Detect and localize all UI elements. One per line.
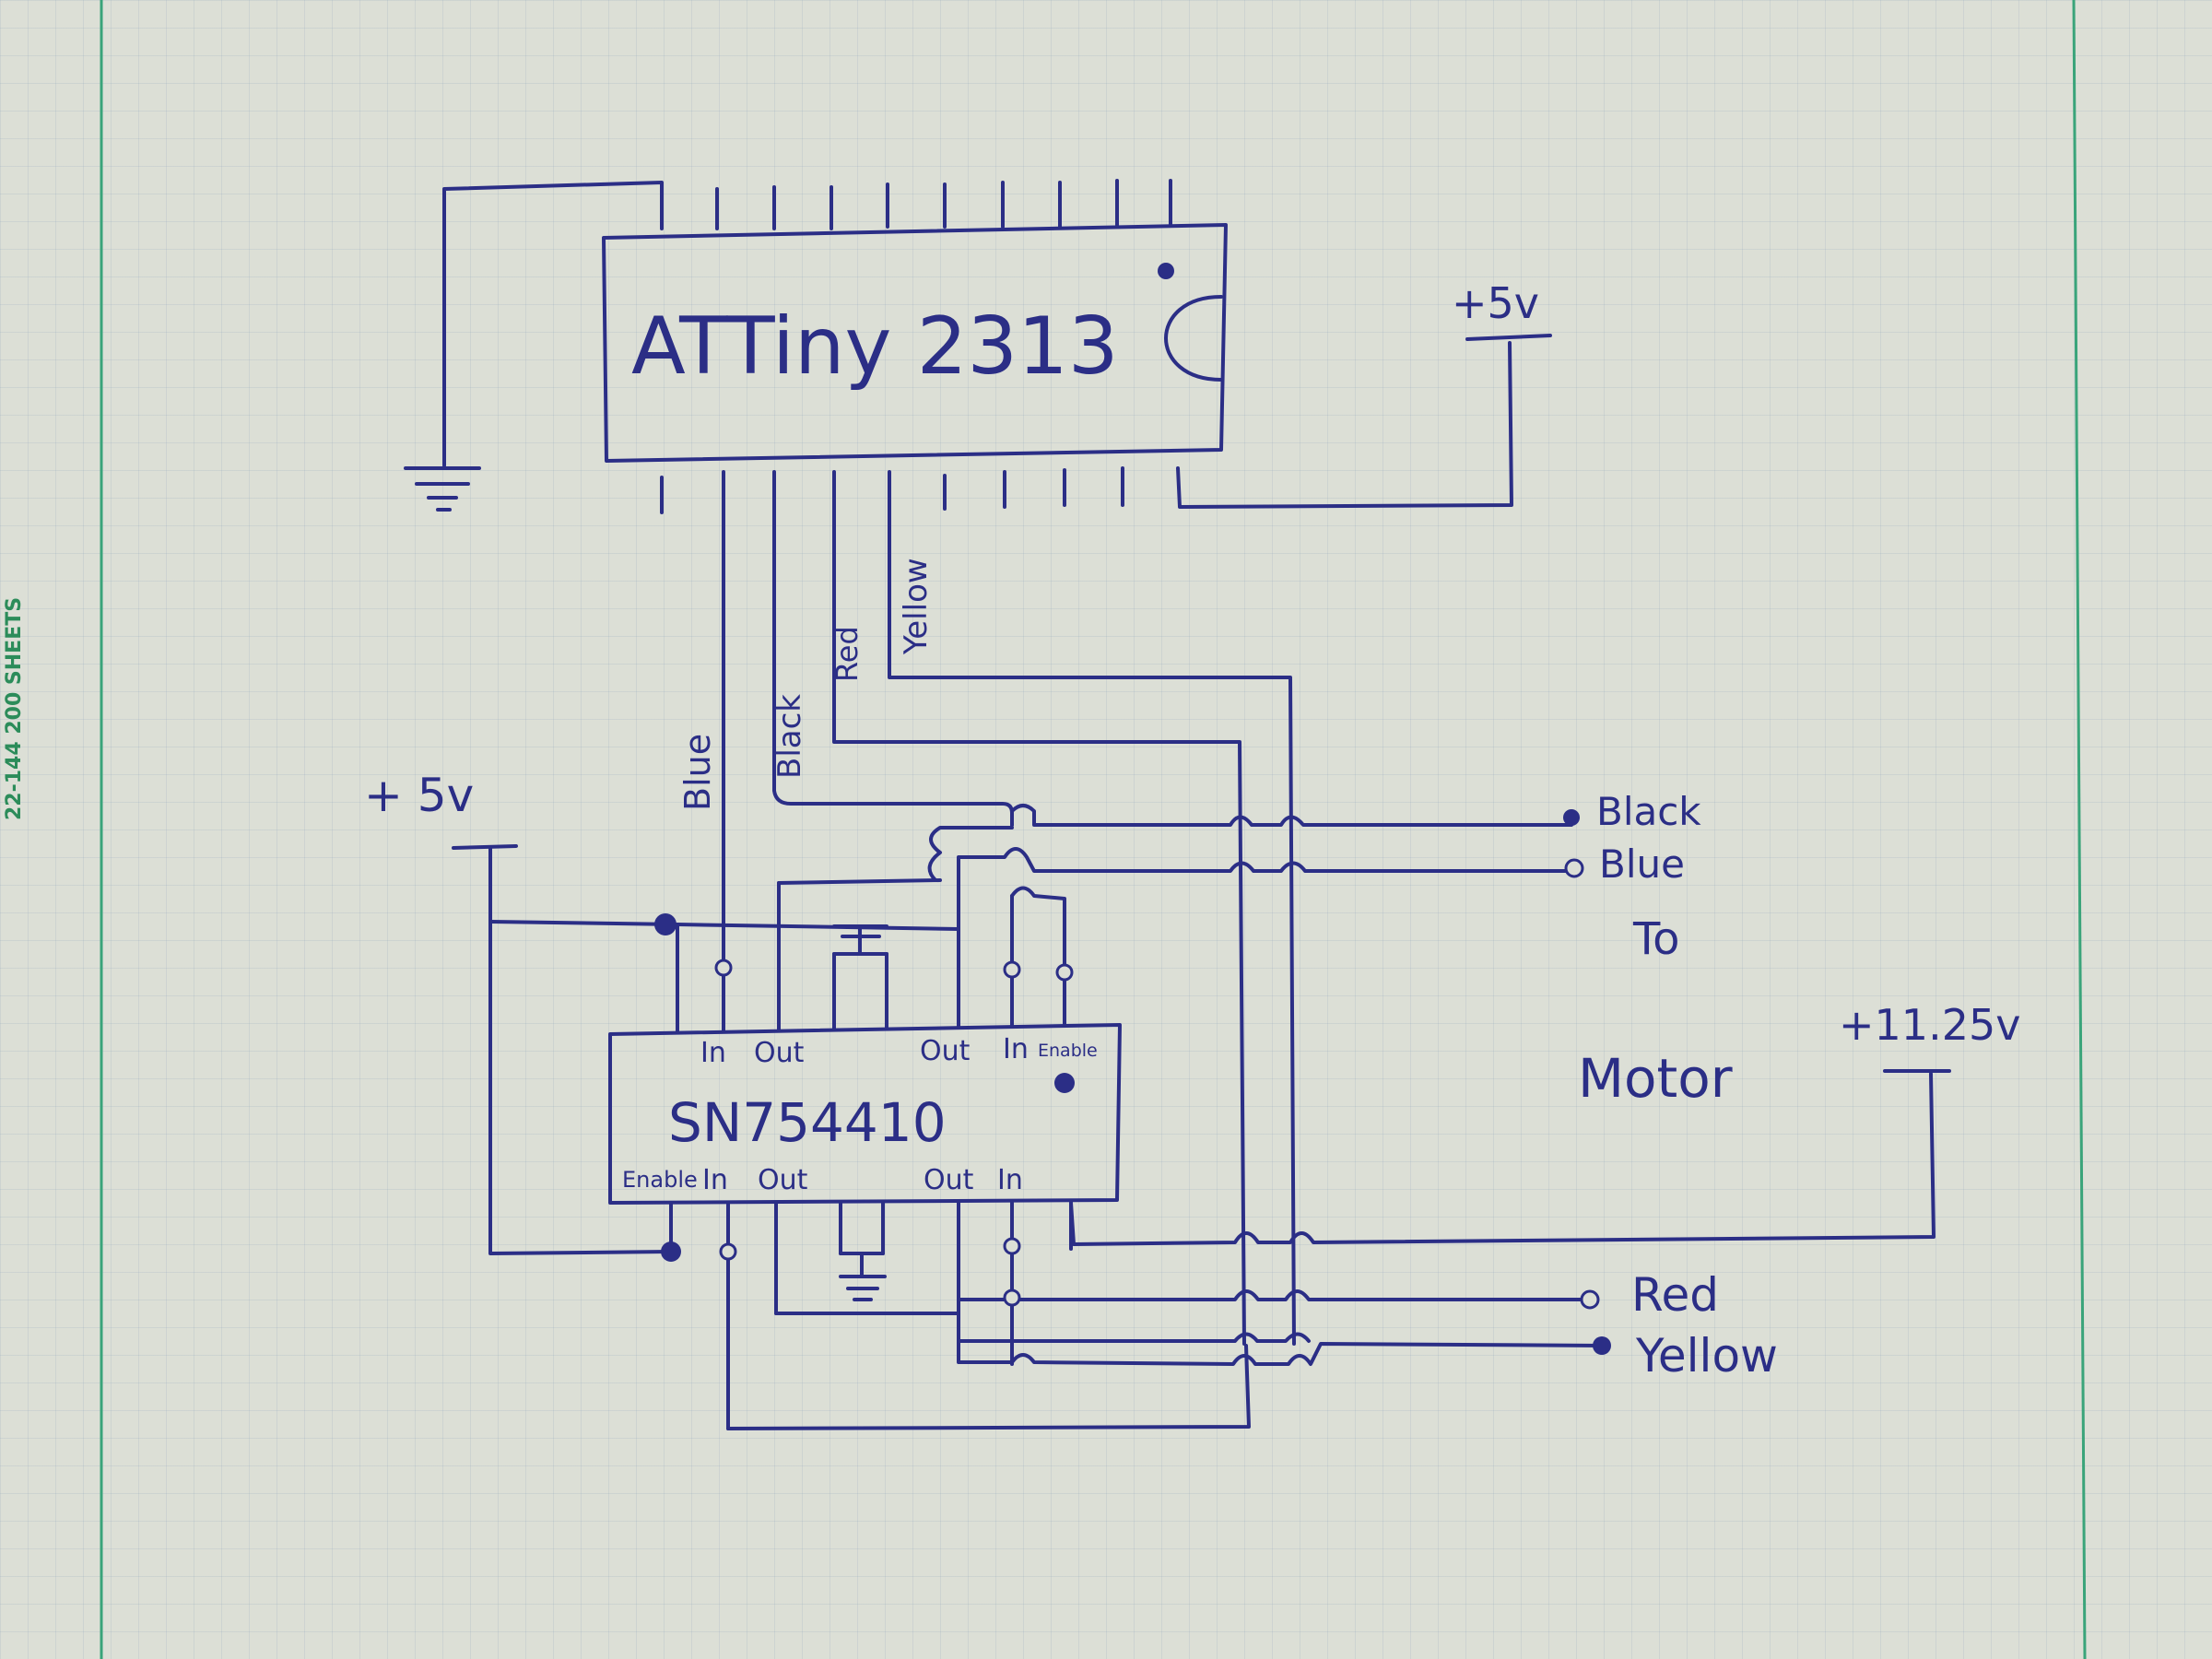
motor-supply-label: +11.25v	[1839, 1000, 2020, 1050]
attiny-bottom-pins	[660, 466, 1124, 514]
wire-return-loop	[726, 1344, 1251, 1430]
wire-black-out	[1010, 804, 1573, 827]
motor-supply-wire	[1069, 1072, 1936, 1246]
vcc-left-label: + 5v	[364, 769, 474, 822]
driver-top-out-right: Out	[920, 1035, 971, 1067]
wire-yellow	[888, 470, 1296, 1346]
driver-bottom-in-left: In	[702, 1164, 728, 1196]
attiny-top-pins	[660, 179, 1172, 230]
terminal-yellow-label: Yellow	[1635, 1329, 1778, 1382]
vcc-left-rail	[488, 846, 673, 1255]
to-label: To	[1632, 913, 1680, 965]
junction-vcc-top	[654, 913, 677, 935]
junction-bottom-in-left	[719, 1242, 737, 1261]
wire-red-out	[957, 1289, 1585, 1301]
wire-enable-link	[1010, 886, 1066, 970]
junction-bottom-in	[1003, 1237, 1021, 1255]
terminal-blue	[1564, 858, 1584, 878]
driver-top-enable: Enable	[1038, 1041, 1098, 1061]
junction-blue-in	[714, 959, 733, 977]
right-margin-rule	[2072, 0, 2087, 1659]
junction-top-in	[1003, 960, 1021, 979]
attiny-notch	[1164, 295, 1223, 382]
driver-bottom-ground	[839, 1252, 887, 1301]
driver-top-pins	[676, 881, 1066, 1034]
driver-bottom-pins	[669, 1201, 1073, 1430]
vcc-symbol-left	[452, 844, 518, 850]
wire-cross-bottom	[957, 1332, 1311, 1343]
driver-bottom-in-right: In	[997, 1164, 1023, 1196]
terminal-red	[1580, 1289, 1600, 1310]
driver-top-in-left: In	[700, 1037, 726, 1069]
terminal-black	[1563, 809, 1580, 826]
wire-blue-label: Blue	[677, 734, 718, 811]
vcc-top-bus	[488, 920, 960, 931]
vcc-top-label: +5v	[1452, 278, 1539, 328]
attiny-label: ATTiny 2313	[631, 300, 1119, 393]
driver-bottom-out-left: Out	[758, 1164, 808, 1196]
wire-blue-out	[957, 847, 1573, 933]
wire-out-left-top	[777, 878, 942, 885]
wire-black-label: Black	[771, 694, 808, 779]
driver-bottom-enable: Enable	[622, 1167, 698, 1193]
ground-symbol-top	[404, 466, 481, 512]
driver-bottom-out-right: Out	[924, 1164, 974, 1196]
driver-top-out-left: Out	[754, 1037, 805, 1069]
driver-top-in-right: In	[1003, 1033, 1029, 1065]
terminal-red-label: Red	[1631, 1268, 1719, 1322]
driver-pin1-marker	[1054, 1073, 1075, 1093]
terminal-blue-label: Blue	[1599, 841, 1685, 887]
wire-red-label: Red	[830, 626, 865, 682]
wire-yellow-label: Yellow	[898, 558, 935, 655]
vcc-symbol-top	[1465, 334, 1552, 341]
driver-top-ground	[832, 924, 888, 956]
motor-label: Motor	[1578, 1047, 1733, 1110]
attiny-pin1-marker	[1158, 263, 1174, 279]
wire-yellow-out	[957, 1312, 1606, 1366]
terminal-black-label: Black	[1596, 789, 1701, 834]
attiny-chip: ATTiny 2313	[602, 223, 1228, 463]
junction-enable-bottom	[661, 1241, 681, 1262]
driver-chip: SN754410 In Out Out In Enable Enable In …	[608, 1023, 1122, 1205]
terminal-yellow	[1593, 1336, 1611, 1355]
driver-body	[608, 1023, 1122, 1205]
driver-label: SN754410	[668, 1091, 947, 1154]
junction-top-enable	[1055, 963, 1074, 982]
attiny-vcc-wire	[1176, 341, 1513, 509]
wire-red	[832, 470, 1246, 1346]
wire-black	[772, 470, 1014, 827]
attiny-ground-wire	[442, 181, 664, 467]
wire-cross-top	[927, 826, 1014, 882]
junction-bottom-out	[1003, 1288, 1021, 1307]
paper-margin-text: 22-144 200 SHEETS	[3, 597, 26, 820]
attiny-body	[602, 223, 1228, 463]
